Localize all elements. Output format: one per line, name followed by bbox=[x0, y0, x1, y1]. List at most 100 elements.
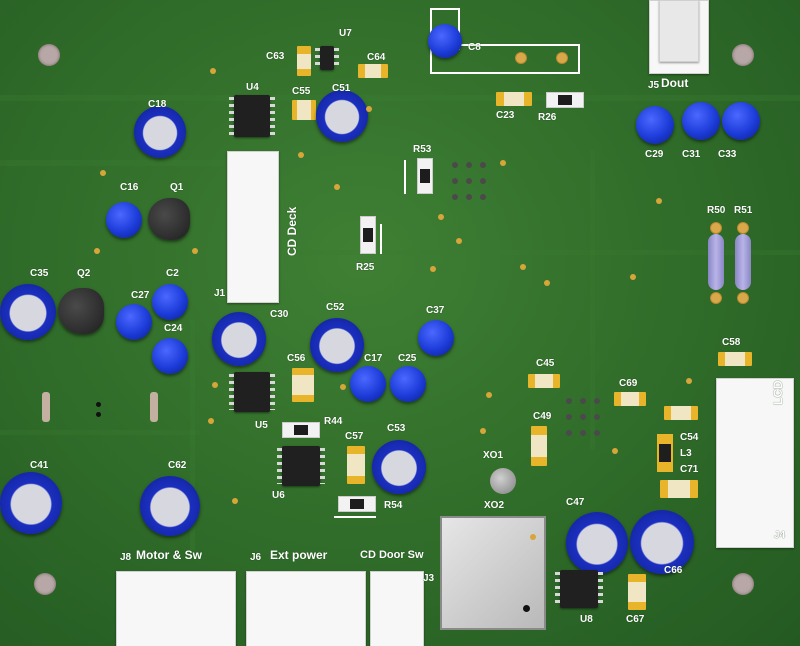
via bbox=[212, 382, 218, 388]
copper-pour bbox=[190, 320, 195, 550]
r51-pad bbox=[737, 222, 749, 234]
label-c29: C29 bbox=[645, 149, 664, 160]
connector-j8 bbox=[116, 571, 236, 646]
via bbox=[480, 162, 486, 168]
chip-u4 bbox=[229, 95, 275, 137]
via bbox=[96, 412, 101, 417]
capacitor-c52 bbox=[310, 318, 364, 372]
label-c58: C58 bbox=[722, 337, 741, 348]
capacitor-c53 bbox=[372, 440, 426, 494]
label-lcd: LCD bbox=[771, 380, 785, 405]
label-c63: C63 bbox=[266, 51, 285, 62]
via bbox=[452, 178, 458, 184]
label-ext-power: Ext power bbox=[270, 548, 328, 562]
via bbox=[466, 178, 472, 184]
label-c33: C33 bbox=[718, 149, 737, 160]
capacitor-c30 bbox=[212, 312, 266, 366]
capacitor-c69 bbox=[614, 392, 646, 406]
label-q2: Q2 bbox=[77, 268, 91, 279]
label-q1: Q1 bbox=[170, 182, 184, 193]
label-j4: J4 bbox=[774, 530, 786, 541]
via bbox=[500, 160, 506, 166]
capacitor-c51 bbox=[316, 90, 368, 142]
label-c35: C35 bbox=[30, 268, 49, 279]
capacitor-c57 bbox=[347, 446, 365, 484]
label-c54: C54 bbox=[680, 432, 699, 443]
via bbox=[656, 198, 662, 204]
via bbox=[208, 418, 214, 424]
via bbox=[544, 280, 550, 286]
capacitor-c47 bbox=[566, 512, 628, 574]
slot-pad bbox=[150, 392, 158, 422]
label-c64: C64 bbox=[367, 52, 386, 63]
mounting-hole bbox=[732, 44, 754, 66]
label-c69: C69 bbox=[619, 378, 638, 389]
via bbox=[100, 170, 106, 176]
label-xo2: XO2 bbox=[484, 500, 505, 511]
r50-pad bbox=[710, 292, 722, 304]
capacitor-c63 bbox=[297, 46, 311, 76]
resistor-r26 bbox=[546, 92, 584, 108]
label-cd-door-sw: CD Door Sw bbox=[360, 549, 424, 561]
via bbox=[486, 392, 492, 398]
label-c47: C47 bbox=[566, 497, 585, 508]
via bbox=[530, 534, 536, 540]
via bbox=[566, 398, 572, 404]
label-c27: C27 bbox=[131, 290, 150, 301]
capacitor-c24 bbox=[152, 338, 188, 374]
c8-outline bbox=[430, 8, 460, 50]
via bbox=[366, 106, 372, 112]
label-r54: R54 bbox=[384, 500, 403, 511]
resistor-r54 bbox=[338, 496, 376, 512]
inductor-l3 bbox=[657, 434, 673, 472]
label-c67: C67 bbox=[626, 614, 645, 625]
label-xo1: XO1 bbox=[483, 450, 504, 461]
c8-pad bbox=[515, 52, 527, 64]
mounting-hole bbox=[732, 573, 754, 595]
label-u8: U8 bbox=[580, 614, 593, 625]
connector-j4 bbox=[716, 378, 794, 548]
crystal-xo1 bbox=[490, 468, 516, 494]
via bbox=[452, 162, 458, 168]
label-c37: C37 bbox=[426, 305, 445, 316]
capacitor-c16 bbox=[106, 202, 142, 238]
label-j5: J5 bbox=[648, 80, 660, 91]
label-r50: R50 bbox=[707, 205, 726, 216]
label-r44: R44 bbox=[324, 416, 343, 427]
label-motor-sw: Motor & Sw bbox=[136, 548, 202, 562]
label-c16: C16 bbox=[120, 182, 139, 193]
connector-j3 bbox=[370, 571, 424, 646]
via bbox=[210, 68, 216, 74]
via bbox=[192, 248, 198, 254]
capacitor-c54-top bbox=[664, 406, 698, 420]
via bbox=[580, 414, 586, 420]
via bbox=[594, 430, 600, 436]
capacitor-c56 bbox=[292, 368, 314, 402]
label-r51: R51 bbox=[734, 205, 753, 216]
label-cd-deck: CD Deck bbox=[285, 206, 299, 256]
resistor-r44 bbox=[282, 422, 320, 438]
capacitor-c27 bbox=[116, 304, 152, 340]
inductor-body bbox=[659, 444, 671, 462]
via bbox=[612, 448, 618, 454]
capacitor-c55 bbox=[292, 100, 316, 120]
transistor-q1 bbox=[148, 198, 190, 240]
label-u7: U7 bbox=[339, 28, 352, 39]
via bbox=[580, 430, 586, 436]
transistor-q2 bbox=[58, 288, 104, 334]
label-c49: C49 bbox=[533, 411, 552, 422]
capacitor-c37 bbox=[418, 320, 454, 356]
via bbox=[594, 398, 600, 404]
label-c17: C17 bbox=[364, 353, 383, 364]
label-l3: L3 bbox=[680, 448, 692, 459]
capacitor-c58 bbox=[718, 352, 752, 366]
label-r25: R25 bbox=[356, 262, 375, 273]
label-j8: J8 bbox=[120, 552, 132, 563]
label-u6: U6 bbox=[272, 490, 285, 501]
via bbox=[566, 414, 572, 420]
label-c25: C25 bbox=[398, 353, 417, 364]
capacitor-c18 bbox=[134, 106, 186, 158]
label-c62: C62 bbox=[168, 460, 187, 471]
via bbox=[466, 162, 472, 168]
